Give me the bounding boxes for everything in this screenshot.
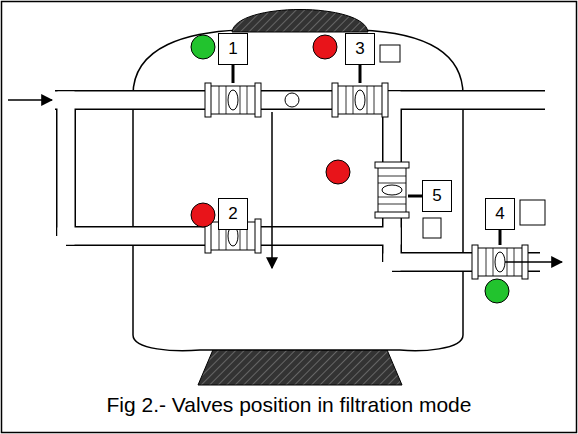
pipework bbox=[55, 93, 545, 262]
valve-body bbox=[375, 162, 409, 218]
actuator-box: 5 bbox=[422, 180, 452, 212]
callout-number: 4 bbox=[495, 204, 504, 224]
open-dot bbox=[191, 35, 215, 59]
tank-dome bbox=[232, 10, 368, 33]
callout-number: 1 bbox=[228, 39, 237, 59]
valve-stem bbox=[408, 195, 422, 198]
indicator-square bbox=[423, 218, 441, 238]
closed-dot bbox=[191, 203, 215, 227]
outlet-arrow bbox=[505, 261, 562, 263]
actuator-box: 1 bbox=[218, 33, 248, 65]
callout-number: 5 bbox=[432, 186, 441, 206]
inlet-arrow bbox=[8, 99, 52, 101]
valve-stem bbox=[359, 65, 362, 83]
valve-stem bbox=[232, 65, 235, 83]
valve-body bbox=[332, 83, 388, 117]
actuator-box: 3 bbox=[345, 33, 375, 65]
actuator-box: 2 bbox=[218, 198, 248, 230]
pipe-joint bbox=[285, 93, 299, 107]
valves bbox=[205, 65, 528, 279]
valve-body bbox=[205, 83, 261, 117]
tank-body bbox=[133, 30, 463, 351]
flow-arrow bbox=[271, 112, 273, 268]
pipe-wall bbox=[55, 90, 545, 110]
callout-number: 3 bbox=[355, 39, 364, 59]
callout-number: 2 bbox=[228, 204, 237, 224]
pipe-bore bbox=[55, 92, 545, 109]
valve-stem bbox=[499, 230, 502, 245]
pipe-bore bbox=[58, 100, 75, 236]
closed-dot bbox=[326, 160, 350, 184]
actuator-box: 4 bbox=[485, 198, 515, 230]
closed-dot bbox=[313, 35, 337, 59]
open-dot bbox=[485, 279, 509, 303]
indicator-square bbox=[380, 45, 400, 62]
figure-caption: Fig 2.- Valves position in filtration mo… bbox=[0, 393, 578, 417]
indicator-square bbox=[520, 200, 545, 225]
pipe-wall bbox=[56, 100, 76, 236]
tank-base bbox=[198, 345, 402, 385]
